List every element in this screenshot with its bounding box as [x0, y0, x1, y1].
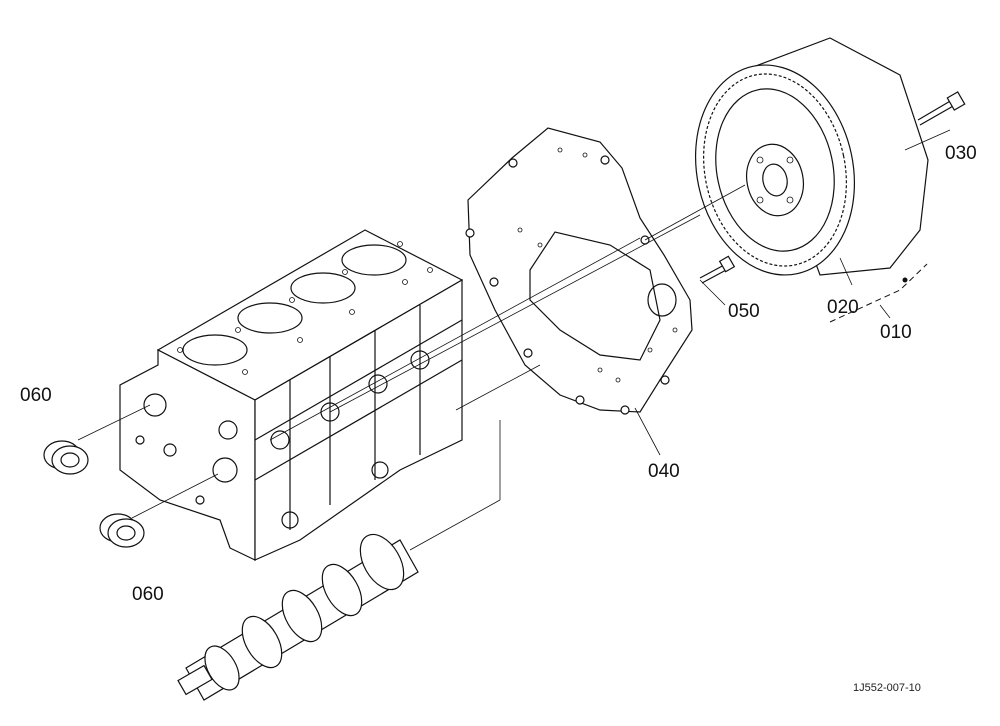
label-030: 030	[945, 143, 977, 164]
label-060-lower: 060	[132, 584, 164, 605]
seal-lower	[99, 513, 145, 548]
label-040: 040	[648, 461, 680, 482]
crankshaft	[177, 533, 419, 701]
flywheel-housing-plate	[465, 127, 693, 415]
label-010: 010	[880, 322, 912, 343]
label-060-upper: 060	[20, 385, 52, 406]
seal-upper	[43, 440, 89, 475]
alignment-lines	[77, 129, 951, 551]
label-050: 050	[728, 301, 760, 322]
flywheel-assembly	[694, 37, 929, 276]
label-020: 020	[827, 297, 859, 318]
assembly-bracket	[829, 263, 928, 323]
reference-code: 1J552-007-10	[853, 682, 921, 694]
bolt-050	[699, 255, 736, 284]
engine-block	[119, 229, 464, 561]
bolt-030	[917, 91, 966, 126]
